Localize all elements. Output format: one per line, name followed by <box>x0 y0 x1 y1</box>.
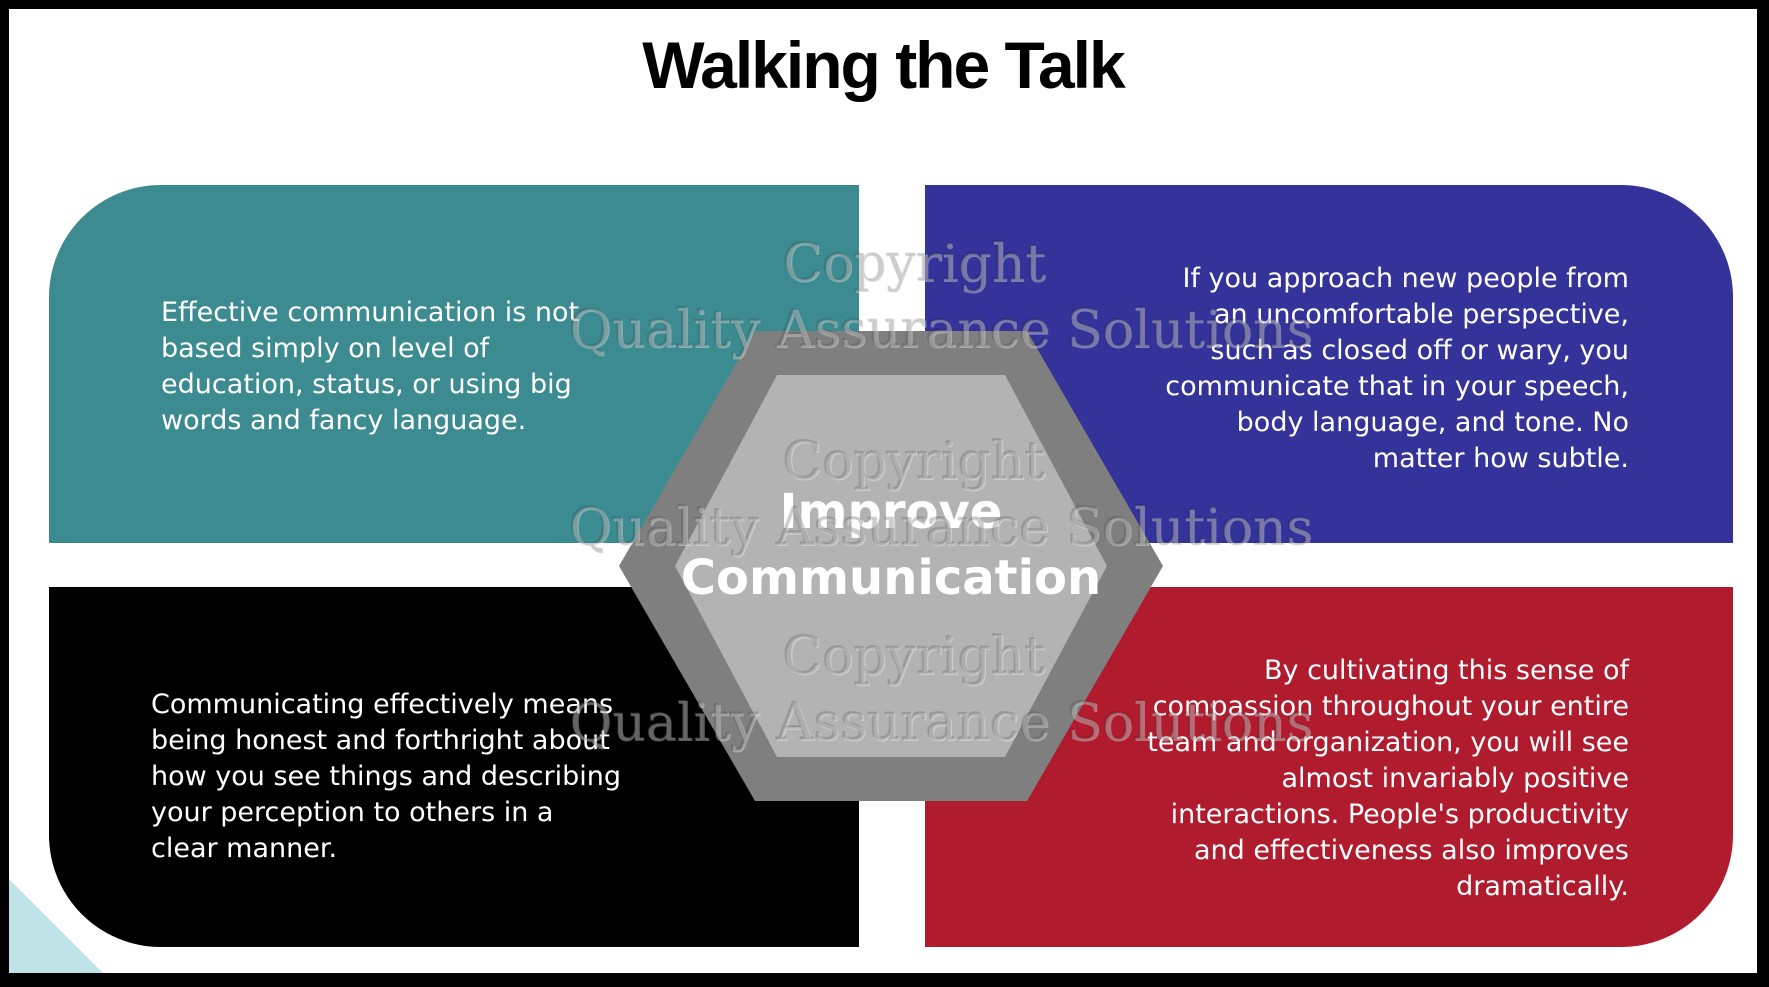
center-label: Improve Communication <box>619 479 1163 611</box>
corner-accent-triangle <box>9 879 103 973</box>
quadrant-top-right: If you approach new people from an uncom… <box>925 185 1733 543</box>
hexagon-inner <box>675 375 1107 757</box>
quadrant-top-left: Effective communication is not based sim… <box>49 185 859 543</box>
center-label-line2: Communication <box>680 550 1102 606</box>
quadrant-bottom-left-text: Communicating effectively means being ho… <box>151 689 621 864</box>
quadrant-top-left-text: Effective communication is not based sim… <box>161 297 580 436</box>
quadrant-bottom-right-text: By cultivating this sense of compassion … <box>1147 655 1629 902</box>
center-label-line1: Improve <box>779 484 1003 540</box>
center-hexagon <box>619 331 1163 801</box>
quadrant-top-right-text: If you approach new people from an uncom… <box>1165 263 1629 474</box>
slide-title: Walking the Talk <box>642 28 1125 102</box>
